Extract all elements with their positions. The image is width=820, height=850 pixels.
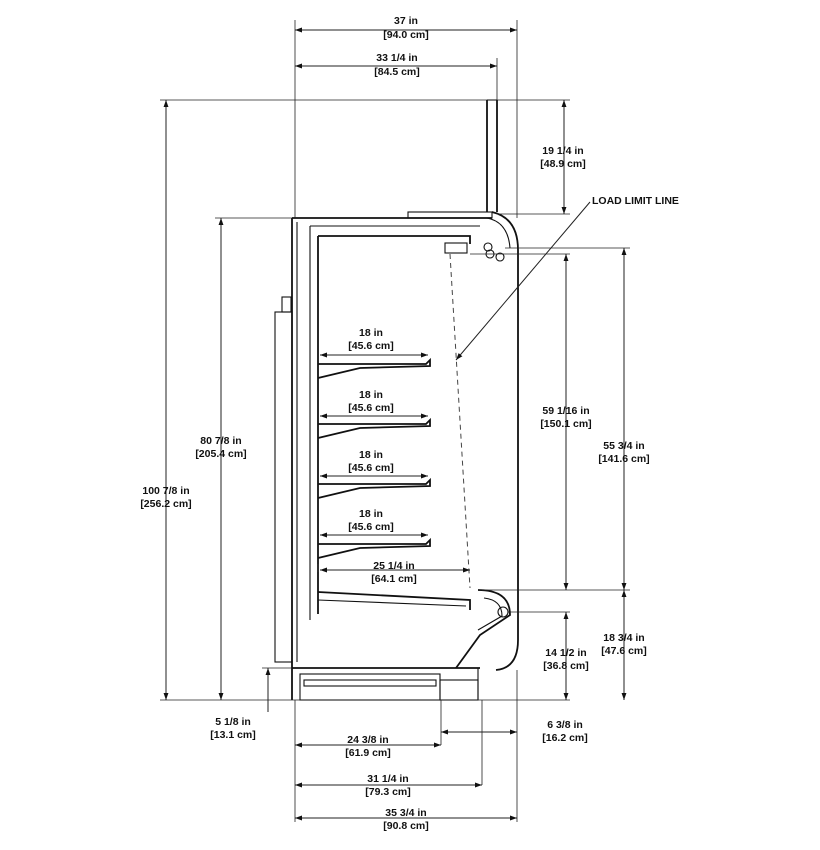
display-height-in: 55 3/4 in	[603, 440, 644, 452]
load-limit-line	[449, 253, 471, 589]
display-height-cm: [141.6 cm]	[598, 453, 649, 465]
base-front-height-cm: [47.6 cm]	[601, 645, 647, 657]
shelf-1-cm: [45.6 cm]	[348, 340, 394, 352]
deck-height-cm: [36.8 cm]	[543, 660, 589, 672]
bottom-shelf-in: 25 1/4 in	[373, 560, 414, 572]
total-height-in: 100 7/8 in	[142, 485, 189, 497]
shelf-2-cm: [45.6 cm]	[348, 402, 394, 414]
cabinet-height-cm: [205.4 cm]	[195, 448, 246, 460]
front-overhang-cm: [16.2 cm]	[542, 732, 588, 744]
cabinet-body	[274, 99, 519, 701]
overall-width-cm: [94.0 cm]	[383, 29, 429, 41]
total-height-cm: [256.2 cm]	[140, 498, 191, 510]
cabinet-height-in: 80 7/8 in	[200, 435, 241, 447]
opening-height-cm: [150.1 cm]	[540, 418, 591, 430]
overall-depth-in: 35 3/4 in	[385, 807, 426, 819]
leg-height-cm: [13.1 cm]	[210, 729, 256, 741]
dimension-labels: 37 in [94.0 cm] 33 1/4 in [84.5 cm] 19 1…	[140, 15, 679, 832]
shelf-4-in: 18 in	[359, 508, 383, 520]
inner-width-in: 33 1/4 in	[376, 52, 417, 64]
overall-width-in: 37 in	[394, 15, 418, 27]
load-limit-label: LOAD LIMIT LINE	[592, 195, 679, 207]
dimensions	[160, 20, 630, 822]
opening-height-in: 59 1/16 in	[542, 405, 589, 417]
shelf-1-in: 18 in	[359, 327, 383, 339]
shelf-4-cm: [45.6 cm]	[348, 521, 394, 533]
base-depth-in: 24 3/8 in	[347, 734, 388, 746]
base-front-height-in: 18 3/4 in	[603, 632, 644, 644]
deck-height-in: 14 1/2 in	[545, 647, 586, 659]
foot-depth-cm: [79.3 cm]	[365, 786, 411, 798]
inner-width-cm: [84.5 cm]	[374, 66, 420, 78]
leg-height-in: 5 1/8 in	[215, 716, 251, 728]
shelves	[317, 357, 431, 559]
foot-depth-in: 31 1/4 in	[367, 773, 408, 785]
shelf-2-in: 18 in	[359, 389, 383, 401]
base-depth-cm: [61.9 cm]	[345, 747, 391, 759]
overall-depth-cm: [90.8 cm]	[383, 820, 429, 832]
shelf-3-cm: [45.6 cm]	[348, 462, 394, 474]
top-section-cm: [48.9 cm]	[540, 158, 586, 170]
top-section-in: 19 1/4 in	[542, 145, 583, 157]
bottom-shelf-cm: [64.1 cm]	[371, 573, 417, 585]
front-overhang-in: 6 3/8 in	[547, 719, 583, 731]
shelf-3-in: 18 in	[359, 449, 383, 461]
